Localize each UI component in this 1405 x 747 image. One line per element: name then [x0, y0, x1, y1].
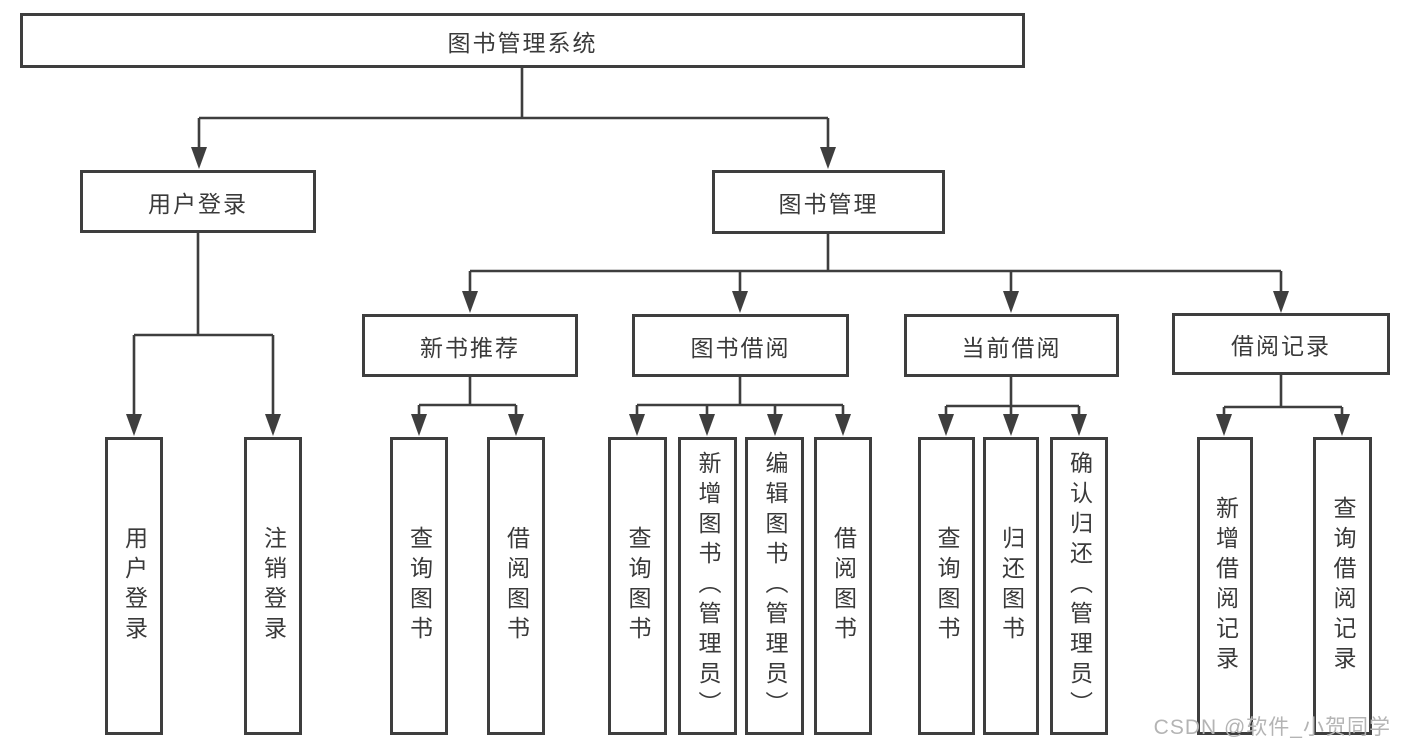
connector-book-mgmt-branch	[468, 234, 1283, 297]
node-label: 查询图书	[934, 526, 960, 646]
node-label: 新增借阅记录	[1212, 496, 1239, 676]
node-label: 借阅图书	[503, 526, 530, 646]
node-label: 查询借阅记录	[1330, 496, 1356, 676]
leaf-add-borrow-record: 新增借阅记录	[1197, 437, 1253, 735]
node-label: 用户登录	[148, 190, 248, 217]
leaf-user-login: 用户登录	[105, 437, 163, 735]
connector-current-branch	[944, 377, 1081, 420]
node-label: 借阅图书	[830, 526, 857, 646]
arrowheads	[126, 147, 1350, 436]
node-label: 归还图书	[998, 526, 1025, 646]
node-book-borrow: 图书借阅	[632, 314, 849, 377]
leaf-query-books-borrow: 查询图书	[608, 437, 667, 735]
leaf-query-books-current: 查询图书	[918, 437, 975, 735]
node-label: 当前借阅	[961, 334, 1062, 361]
leaf-borrow-books: 借阅图书	[814, 437, 872, 735]
leaf-logout-login: 注销登录	[244, 437, 302, 735]
leaf-confirm-return-admin: 确认归还（管理员）	[1050, 437, 1108, 735]
node-label: 用户登录	[121, 526, 148, 646]
node-new-book-recommend: 新书推荐	[362, 314, 578, 377]
leaf-add-books-admin: 新增图书（管理员）	[678, 437, 737, 735]
connector-user-login-branch	[132, 233, 275, 420]
node-book-management: 图书管理	[712, 170, 945, 234]
csdn-watermark: CSDN @软件_小贺同学	[1153, 716, 1391, 739]
node-label: 图书管理	[778, 191, 879, 217]
node-label: 借阅记录	[1231, 333, 1331, 359]
node-label: 注销登录	[260, 526, 287, 646]
connector-root-to-level2	[197, 68, 830, 150]
node-label: 图书管理系统	[447, 29, 598, 56]
leaf-edit-books-admin: 编辑图书（管理员）	[745, 437, 804, 735]
node-borrow-records: 借阅记录	[1172, 313, 1390, 375]
leaf-query-books-recommend: 查询图书	[390, 437, 448, 735]
node-label: 确认归还（管理员）	[1066, 451, 1093, 721]
connector-new-book-branch	[417, 377, 518, 420]
node-label: 查询图书	[625, 526, 651, 646]
node-label: 查询图书	[406, 526, 433, 646]
leaf-return-books: 归还图书	[983, 437, 1039, 735]
connector-records-branch	[1222, 375, 1344, 420]
node-label: 新增图书（管理员）	[695, 451, 721, 721]
node-current-borrow: 当前借阅	[904, 314, 1119, 377]
node-library-management-system: 图书管理系统	[20, 13, 1025, 68]
node-label: 新书推荐	[420, 334, 520, 361]
leaf-query-borrow-record: 查询借阅记录	[1313, 437, 1372, 735]
node-label: 编辑图书（管理员）	[762, 451, 788, 721]
node-label: 图书借阅	[690, 334, 791, 361]
leaf-borrow-books-recommend: 借阅图书	[487, 437, 545, 735]
node-user-login: 用户登录	[80, 170, 316, 233]
connector-borrow-branch	[635, 377, 845, 420]
